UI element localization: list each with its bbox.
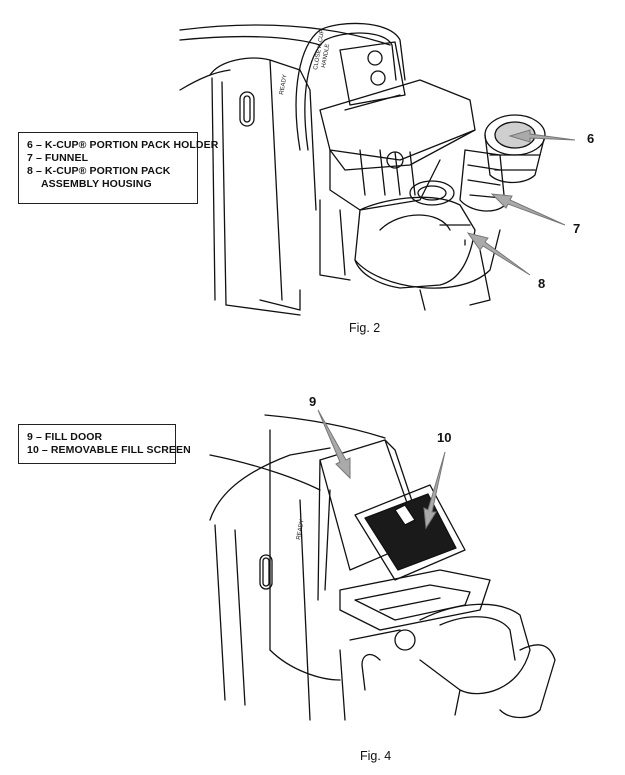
callout-8: 8 [538, 276, 546, 291]
handle-device-label: HANDLE [321, 43, 331, 68]
callout-6: 6 [587, 131, 595, 146]
figure-1-caption: Fig. 2 [349, 321, 381, 335]
leader-arrow-8 [466, 232, 531, 276]
ready-device-label-2: READY [296, 519, 305, 540]
figure-1-legend: 6 – K-CUP® PORTION PACK HOLDER 7 – FUNNE… [18, 132, 219, 204]
figure-2-caption: Fig. 4 [360, 749, 392, 763]
callout-10: 10 [437, 430, 452, 445]
figure-2-legend: 9 – FILL DOOR 10 – REMOVABLE FILL SCREEN [18, 424, 191, 464]
legend-item-10: 10 – REMOVABLE FILL SCREEN [27, 444, 191, 456]
leader-arrow-6 [508, 129, 576, 143]
legend-item-7: 7 – FUNNEL [27, 152, 89, 164]
legend-item-6: 6 – K-CUP® PORTION PACK HOLDER [27, 139, 219, 151]
legend-item-9: 9 – FILL DOOR [27, 431, 103, 443]
callout-7: 7 [573, 221, 581, 236]
leader-arrow-10 [423, 451, 446, 530]
legend-item-8-continued: ASSEMBLY HOUSING [41, 178, 152, 190]
ready-device-label: READY [279, 74, 288, 95]
callout-9: 9 [309, 394, 317, 409]
leader-arrow-9 [317, 409, 351, 480]
leader-arrow-7 [490, 193, 566, 226]
legend-item-8: 8 – K-CUP® PORTION PACK [27, 165, 171, 177]
